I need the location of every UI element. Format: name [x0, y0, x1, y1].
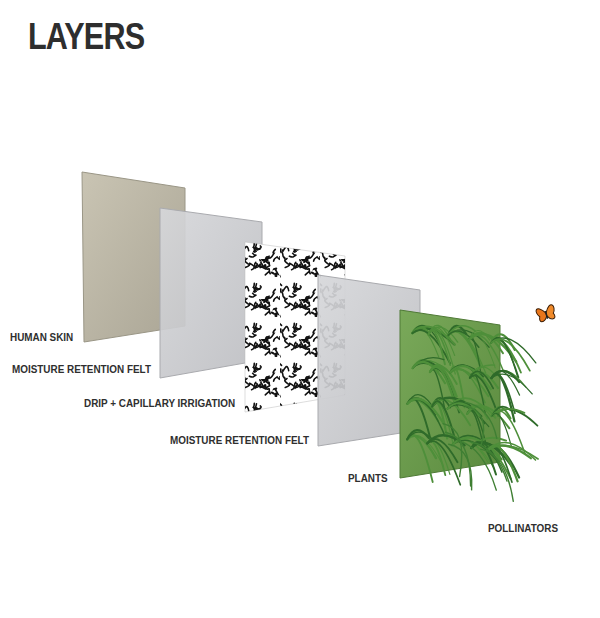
layer-label: POLLINATORS: [488, 522, 558, 534]
grass-blades: [407, 325, 538, 501]
layer-label: DRIP + CAPILLARY IRRIGATION: [84, 397, 235, 409]
diagram-title: LAYERS: [28, 16, 144, 58]
layer-label: MOISTURE RETENTION FELT: [170, 434, 309, 446]
butterfly: [535, 304, 556, 322]
layer-label: MOISTURE RETENTION FELT: [12, 363, 151, 375]
layer-label: PLANTS: [348, 472, 388, 484]
layer-label: HUMAN SKIN: [10, 331, 73, 343]
